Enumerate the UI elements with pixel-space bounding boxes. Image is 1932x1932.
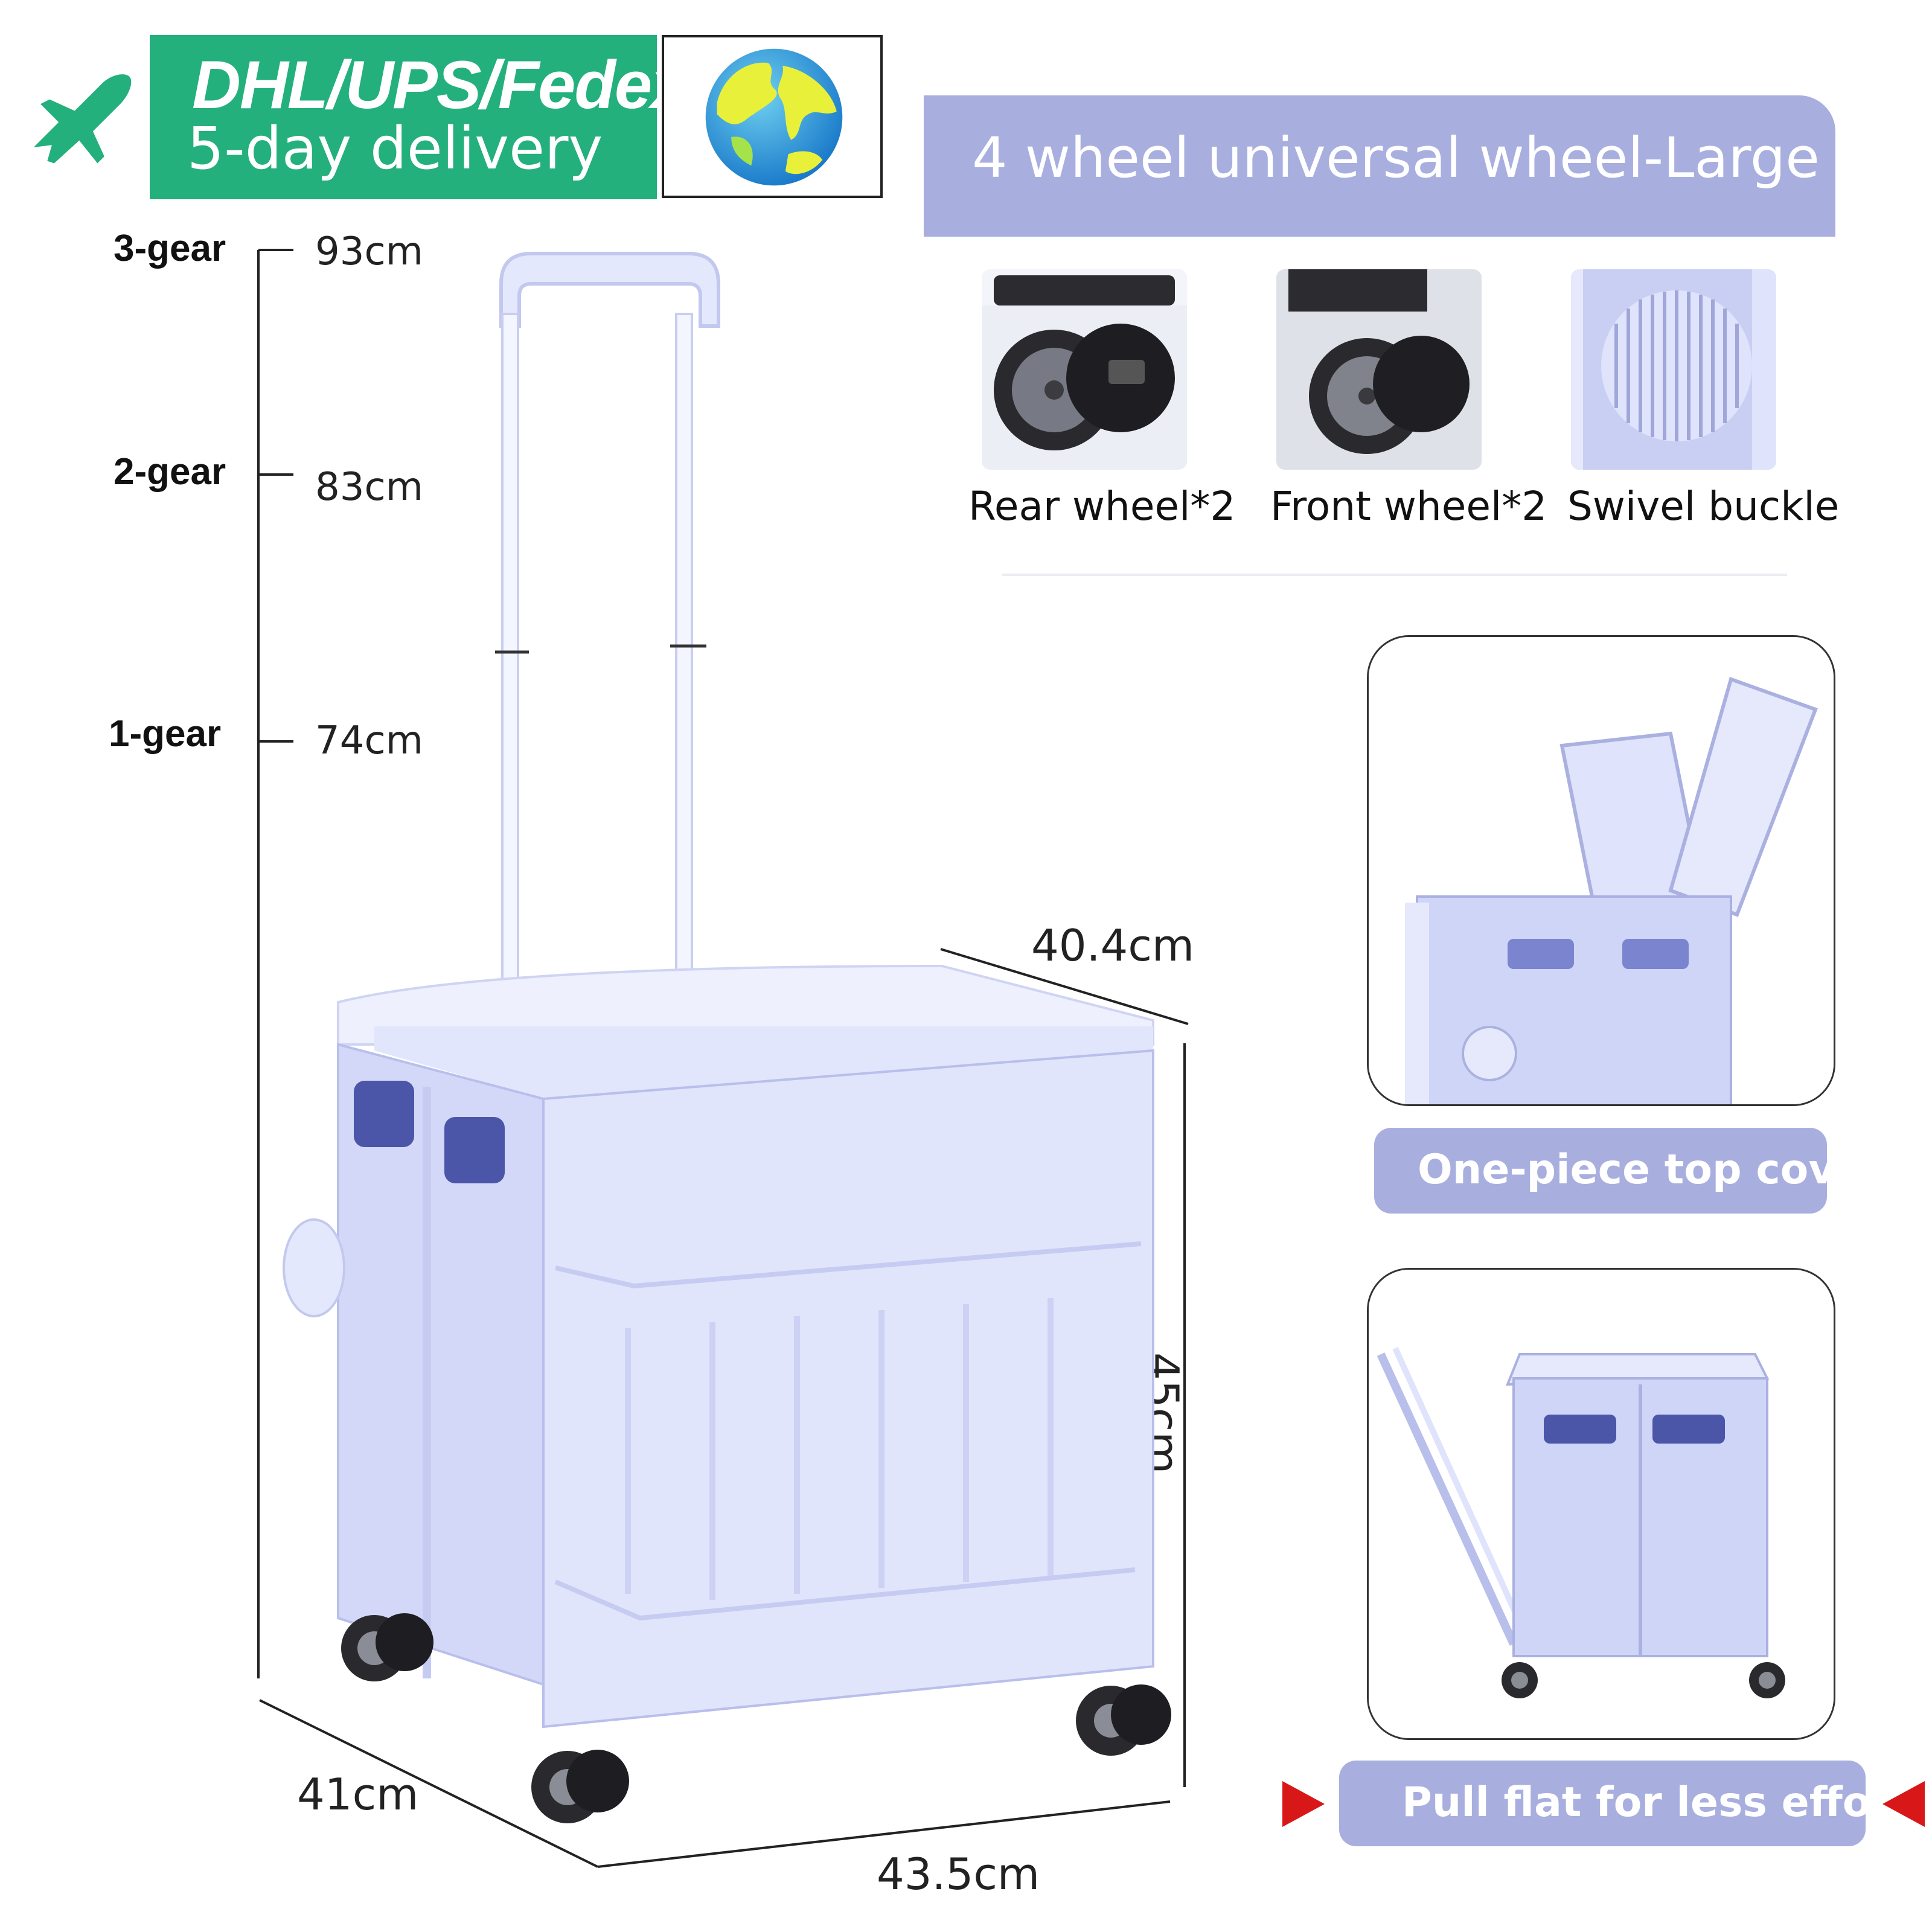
feature-top-cover-photo (1367, 635, 1835, 1106)
shipping-banner: DHL/UPS/Fedex 5-day delivery (150, 35, 688, 199)
front-wheel-photo (1276, 269, 1482, 470)
shipping-carriers: DHL/UPS/Fedex (192, 47, 688, 123)
wheel-header-title: 4 wheel universal wheel-Large (972, 126, 1820, 190)
gear-height-2: 83cm (315, 465, 423, 510)
dimension-depth-top: 40.4cm (1031, 920, 1195, 971)
gear-height-3: 93cm (315, 229, 423, 274)
feature-pull-flat-text: Pull flat for less effort (1402, 1779, 1911, 1826)
swivel-buckle-caption: Swivel buckle (1567, 483, 1840, 529)
feature-pull-flat-photo (1367, 1268, 1835, 1740)
feature-pull-flat-label: Pull flat for less effort (1339, 1761, 1911, 1846)
dimension-width: 43.5cm (877, 1849, 1040, 1899)
dimension-depth-bottom: 41cm (297, 1769, 419, 1820)
rear-wheel-caption: Rear wheel*2 (968, 483, 1236, 529)
front-wheel-caption: Front wheel*2 (1270, 483, 1547, 529)
cart-wheels (341, 1613, 1171, 1823)
arrow-left-icon (1882, 1781, 1925, 1827)
gear-label-2: 2-gear (114, 451, 226, 493)
caption-divider (1002, 574, 1787, 576)
globe-icon (705, 48, 843, 186)
gear-label-3: 3-gear (114, 228, 226, 269)
plane-icon (33, 74, 132, 164)
wheel-header: 4 wheel universal wheel-Large (924, 95, 1835, 237)
feature-top-cover-label: One-piece top cover (1374, 1128, 1883, 1214)
globe-box (662, 35, 883, 198)
telescopic-handle (495, 252, 720, 991)
rear-wheel-photo (982, 269, 1187, 470)
delivery-time: 5-day delivery (187, 115, 603, 182)
gear-label-1: 1-gear (109, 713, 222, 755)
arrow-right-icon (1282, 1781, 1325, 1827)
feature-top-cover-text: One-piece top cover (1418, 1146, 1884, 1194)
gear-height-1: 74cm (315, 718, 423, 763)
swivel-buckle-photo (1571, 269, 1776, 470)
